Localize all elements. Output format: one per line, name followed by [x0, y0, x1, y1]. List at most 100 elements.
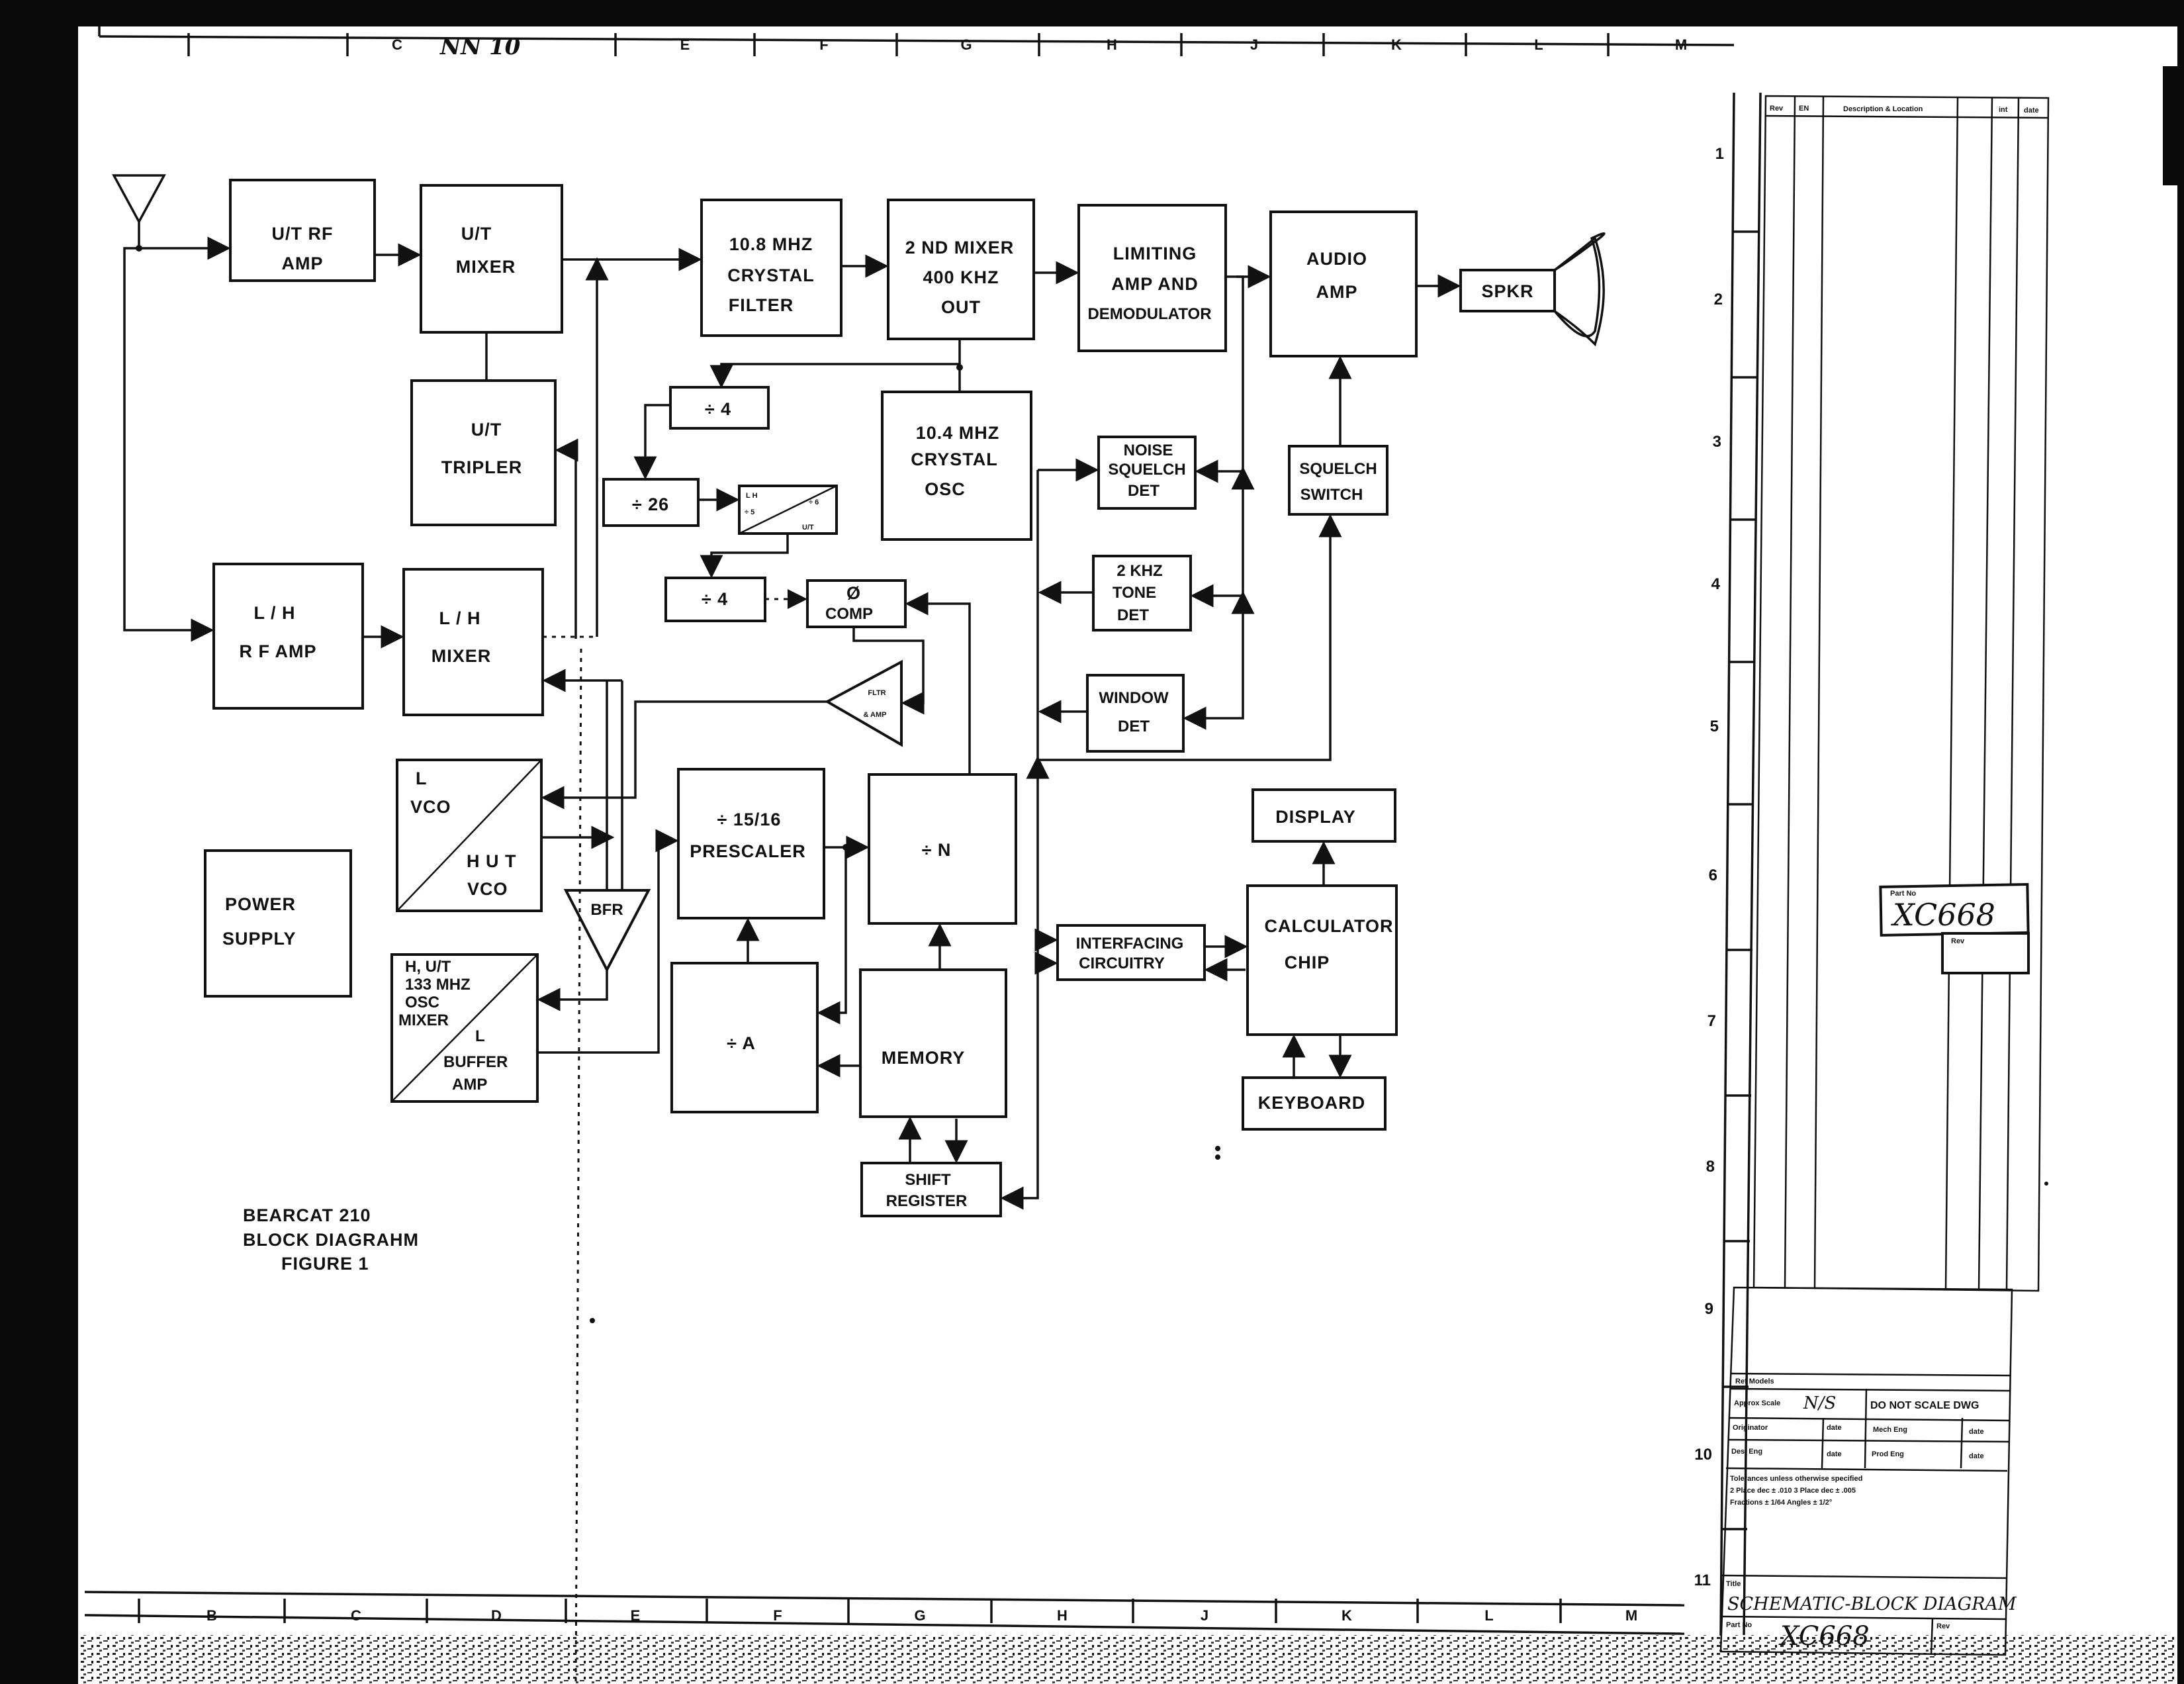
svg-text:WINDOW: WINDOW	[1099, 689, 1169, 707]
svg-text:INTERFACING: INTERFACING	[1076, 935, 1184, 953]
right-zone-number: 3	[1713, 433, 1721, 451]
caption-line-2: BLOCK DIAGRAHM	[243, 1230, 419, 1250]
rev-header-en: EN	[1799, 105, 1809, 113]
svg-text:U/T: U/T	[461, 224, 492, 244]
svg-text:OUT: OUT	[941, 297, 981, 317]
svg-text:DET: DET	[1128, 482, 1160, 500]
svg-text:OSC: OSC	[405, 994, 439, 1011]
des-eng-date-label: date	[1827, 1450, 1842, 1458]
svg-text:& AMP: & AMP	[863, 711, 886, 719]
scan-edge-right	[2177, 0, 2184, 1684]
antenna-icon	[112, 174, 166, 248]
speaker-block: SPKR	[1459, 232, 1606, 347]
svg-text:L / H: L / H	[253, 603, 295, 623]
keyboard-block: KEYBOARD	[1242, 1076, 1387, 1131]
prod-eng-label: Prod Eng	[1872, 1450, 1904, 1458]
rev-header-date: date	[2024, 107, 2039, 115]
caption-line-1: BEARCAT 210	[243, 1205, 371, 1225]
bottom-zone-letter: E	[631, 1607, 641, 1624]
des-eng-label: Des. Eng	[1731, 1448, 1762, 1456]
svg-text:POWER: POWER	[225, 894, 296, 914]
svg-text:U/T: U/T	[802, 524, 814, 532]
lh-ut-divider-block: L H ÷ 5 ÷ 6 U/T	[738, 485, 838, 535]
ut-rf-amp-block: U/T RF AMP	[229, 179, 376, 282]
svg-text:DEMODULATOR: DEMODULATOR	[1087, 305, 1211, 323]
divide-by-4-low-block: ÷ 4	[664, 577, 766, 622]
svg-text:R F AMP: R F AMP	[240, 641, 317, 661]
svg-text:SUPPLY: SUPPLY	[222, 929, 296, 949]
svg-text:MEMORY: MEMORY	[882, 1048, 966, 1068]
top-zone-letter: L	[1534, 36, 1543, 53]
svg-text:H, U/T: H, U/T	[405, 958, 451, 976]
right-zone-number: 9	[1705, 1300, 1713, 1318]
svg-text:VCO: VCO	[467, 879, 508, 899]
svg-text:MIXER: MIXER	[432, 646, 492, 666]
scan-noise-strip	[78, 1635, 2177, 1684]
phase-comp-block: Ø COMP	[806, 579, 907, 628]
divide-by-26-block: ÷ 26	[602, 478, 700, 527]
bottom-zone-letter: L	[1484, 1607, 1493, 1624]
ut-tripler-block: U/T TRIPLER	[410, 379, 557, 526]
top-zone-letter: M	[1675, 36, 1687, 53]
svg-text:OSC: OSC	[925, 479, 966, 499]
rev-label: Rev	[1951, 937, 1965, 945]
divide-by-a-block: ÷ A	[670, 962, 819, 1113]
top-zone-letter: F	[819, 36, 828, 53]
divide-by-4-top-block: ÷ 4	[669, 386, 770, 430]
svg-text:AMP: AMP	[1316, 282, 1358, 302]
svg-text:KEYBOARD: KEYBOARD	[1258, 1093, 1366, 1113]
svg-text:NOISE: NOISE	[1124, 442, 1173, 459]
top-zone-letter: C	[392, 36, 402, 53]
bottom-part-no-label: Part No	[1726, 1621, 1752, 1629]
svg-text:CALCULATOR: CALCULATOR	[1265, 916, 1394, 936]
svg-text:SWITCH: SWITCH	[1300, 486, 1363, 504]
prod-eng-date-label: date	[1969, 1452, 1984, 1460]
scan-artifacts	[574, 648, 2048, 1684]
revision-block: Rev EN Description & Location int date	[1752, 95, 2050, 1292]
svg-text:PRESCALER: PRESCALER	[690, 841, 806, 861]
rev-header-int: int	[1999, 106, 2008, 114]
svg-text:DET: DET	[1118, 718, 1150, 735]
bfr-block: BFR	[563, 889, 651, 973]
ut-mixer-block: U/T MIXER	[420, 184, 563, 334]
bottom-part-no: XC668	[1778, 1621, 1870, 1652]
top-zone-letter: G	[960, 36, 972, 53]
svg-text:AMP AND: AMP AND	[1111, 274, 1199, 294]
right-zone-number: 6	[1709, 866, 1717, 884]
crystal-filter-block: 10.8 MHZ CRYSTAL FILTER	[700, 199, 842, 337]
svg-text:L: L	[475, 1027, 485, 1045]
svg-text:400 KHZ: 400 KHZ	[923, 267, 999, 287]
audio-amp-block: AUDIO AMP	[1269, 210, 1418, 357]
lh-rf-amp-block: L / H R F AMP	[212, 563, 364, 710]
top-zone-letter: J	[1250, 36, 1258, 53]
tolerance-line-1: Tolerances unless otherwise specified	[1730, 1475, 1862, 1483]
top-zone-letter: H	[1107, 36, 1117, 53]
crystal-osc-block: 10.4 MHZ CRYSTAL OSC	[881, 391, 1032, 541]
shift-register-block: SHIFT REGISTER	[860, 1162, 1002, 1217]
svg-text:÷ 4: ÷ 4	[705, 399, 731, 419]
right-zone-number: 10	[1694, 1446, 1712, 1464]
bottom-rev-label: Rev	[1936, 1622, 1950, 1630]
svg-text:AMP: AMP	[452, 1076, 487, 1094]
svg-text:2 KHZ: 2 KHZ	[1116, 562, 1162, 580]
right-zone-number: 11	[1694, 1571, 1711, 1589]
bottom-zone-letter: K	[1342, 1607, 1352, 1624]
svg-text:CRYSTAL: CRYSTAL	[727, 265, 815, 285]
calculator-chip-block: CALCULATOR CHIP	[1246, 884, 1398, 1036]
svg-text:CIRCUITRY: CIRCUITRY	[1079, 955, 1165, 972]
interfacing-circuitry-block: INTERFACING CIRCUITRY	[1056, 924, 1206, 981]
svg-text:H U T: H U T	[467, 851, 517, 871]
part-no-label: Part No	[1890, 890, 1916, 898]
mech-eng-label: Mech Eng	[1873, 1426, 1907, 1434]
svg-text:COMP: COMP	[825, 605, 873, 623]
right-zone-number: 2	[1714, 291, 1723, 308]
svg-text:CHIP: CHIP	[1285, 953, 1330, 972]
bottom-zone-letter: D	[491, 1607, 502, 1624]
svg-text:AUDIO: AUDIO	[1306, 249, 1367, 269]
right-zone-number: 1	[1715, 145, 1724, 163]
right-zone-number: 8	[1706, 1158, 1715, 1176]
svg-text:L / H: L / H	[439, 608, 480, 628]
svg-text:÷ 5: ÷ 5	[745, 508, 754, 516]
